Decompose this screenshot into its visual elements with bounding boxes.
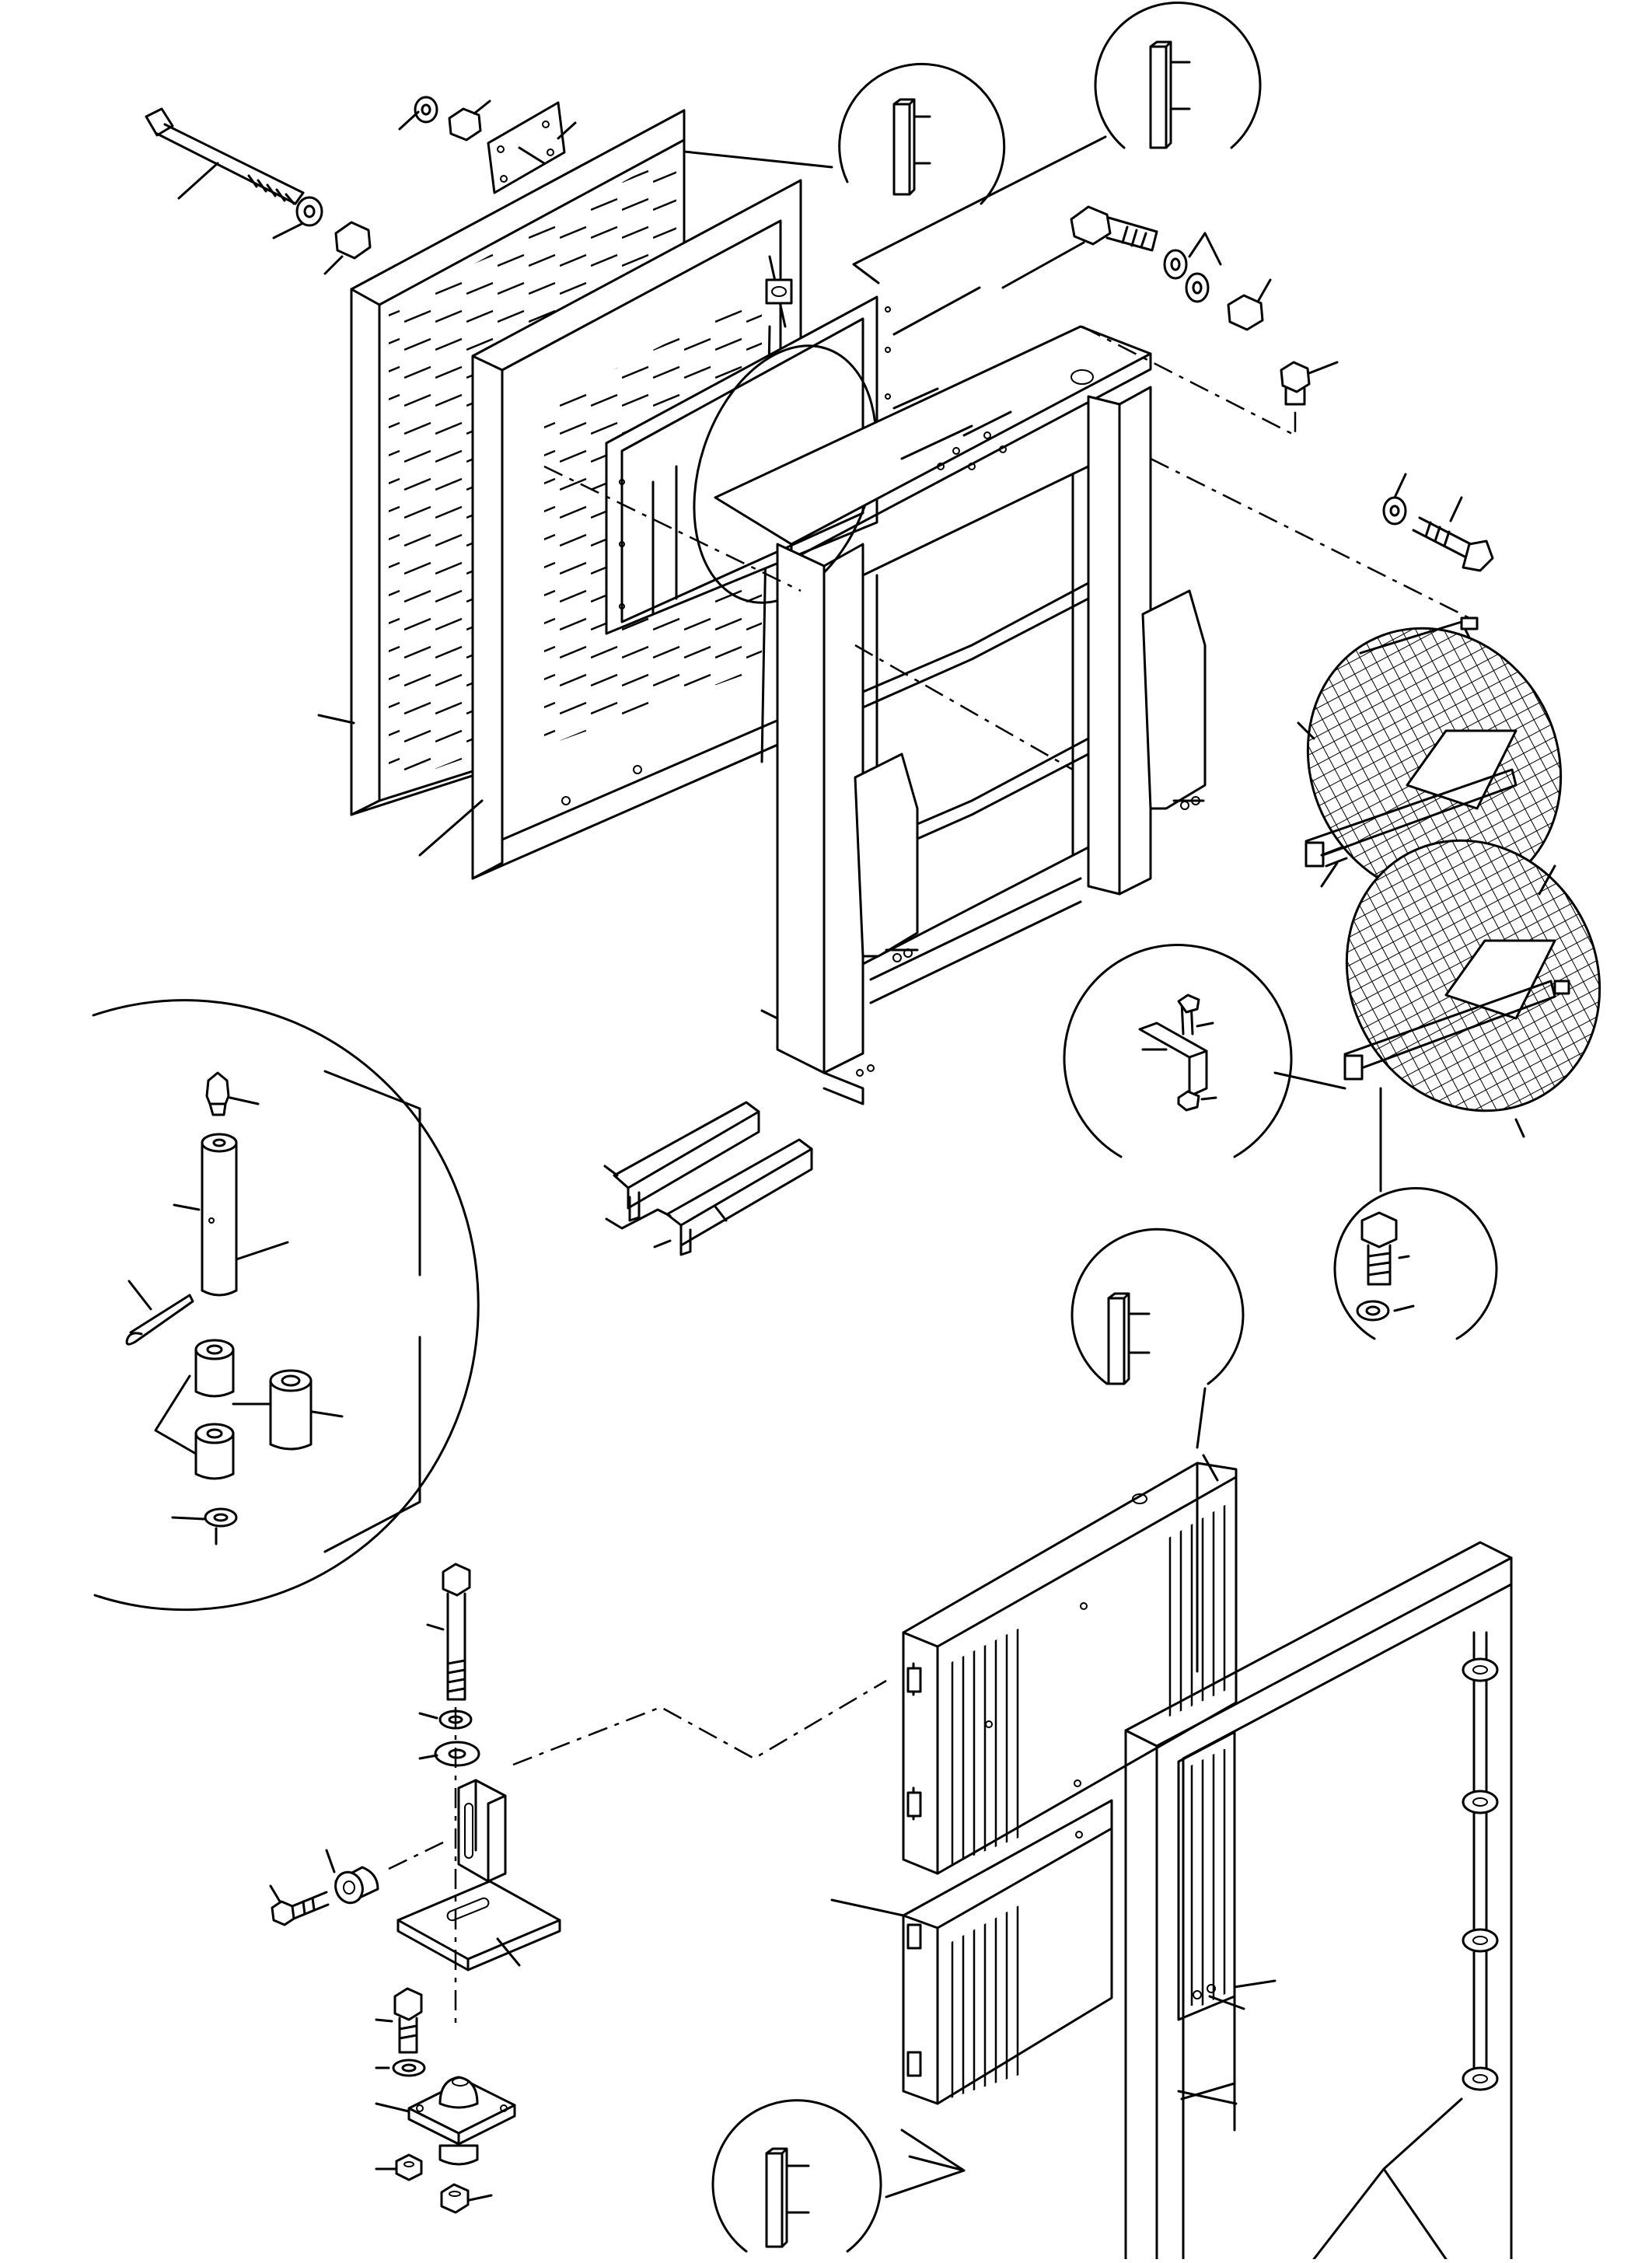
flat-washer (171, 1507, 238, 1545)
nut (323, 221, 372, 275)
spacer (325, 1849, 379, 1905)
hex-bolt (1412, 496, 1494, 572)
nut (440, 2183, 493, 2214)
l-bracket (396, 1779, 561, 1971)
flat-washer (375, 2059, 426, 2077)
assembly-line (388, 1679, 887, 1870)
assembly-line (1081, 325, 1297, 438)
detail-circle (1333, 1187, 1498, 1340)
lock-washer (418, 1709, 473, 1730)
detail-circle (711, 2099, 966, 2253)
wire (653, 1239, 672, 1248)
long-bolt (145, 107, 305, 205)
detail-circle (1063, 944, 1346, 1158)
assembly-line (543, 465, 802, 592)
main-frame (714, 325, 1207, 1105)
isolator-mount (375, 2076, 516, 2166)
assembly-line (1150, 457, 1478, 623)
nut (448, 100, 491, 141)
radiator-core-lower (830, 1799, 1113, 2105)
detail-circle (838, 62, 1006, 205)
detail-circle (1070, 1228, 1245, 1449)
washer (272, 196, 323, 239)
pin (173, 1133, 289, 1297)
mounting-bracket (1138, 994, 1217, 1112)
bushing (194, 1423, 235, 1480)
flat-washer (418, 1741, 480, 1767)
lock-washer (1163, 249, 1188, 280)
detail-circle (852, 2, 1262, 285)
washer (398, 96, 438, 131)
grease-fitting (205, 1071, 260, 1116)
bushing (194, 1339, 235, 1398)
radiator-core-upper (902, 1454, 1238, 1875)
leader-line (154, 1374, 271, 1455)
flat-washer (1382, 473, 1407, 526)
hex-bolt (1360, 1211, 1410, 1286)
wire (605, 1208, 672, 1230)
fan-guard-lower (1343, 839, 1601, 1193)
detail-circle (92, 999, 480, 1612)
support-rail (665, 1138, 813, 1256)
long-bolt (426, 1563, 471, 1701)
side-frame (1124, 1541, 1513, 2261)
hex-bolt (1001, 205, 1158, 289)
identification-plate (487, 101, 577, 194)
hex-bolt (269, 1884, 330, 1926)
plug (1280, 361, 1339, 406)
nut (1227, 278, 1272, 331)
fan-guard-upper (1297, 616, 1563, 900)
detail-frame (323, 1070, 421, 1553)
spacer (269, 1369, 344, 1451)
hex-bolt (375, 1987, 423, 2054)
flat-washer (1356, 1300, 1415, 1322)
assembly-line (854, 644, 1074, 771)
flat-washer (1185, 232, 1222, 303)
cotter-pin (125, 1280, 194, 1346)
support-rail (603, 1101, 760, 1222)
nut (375, 2153, 423, 2181)
